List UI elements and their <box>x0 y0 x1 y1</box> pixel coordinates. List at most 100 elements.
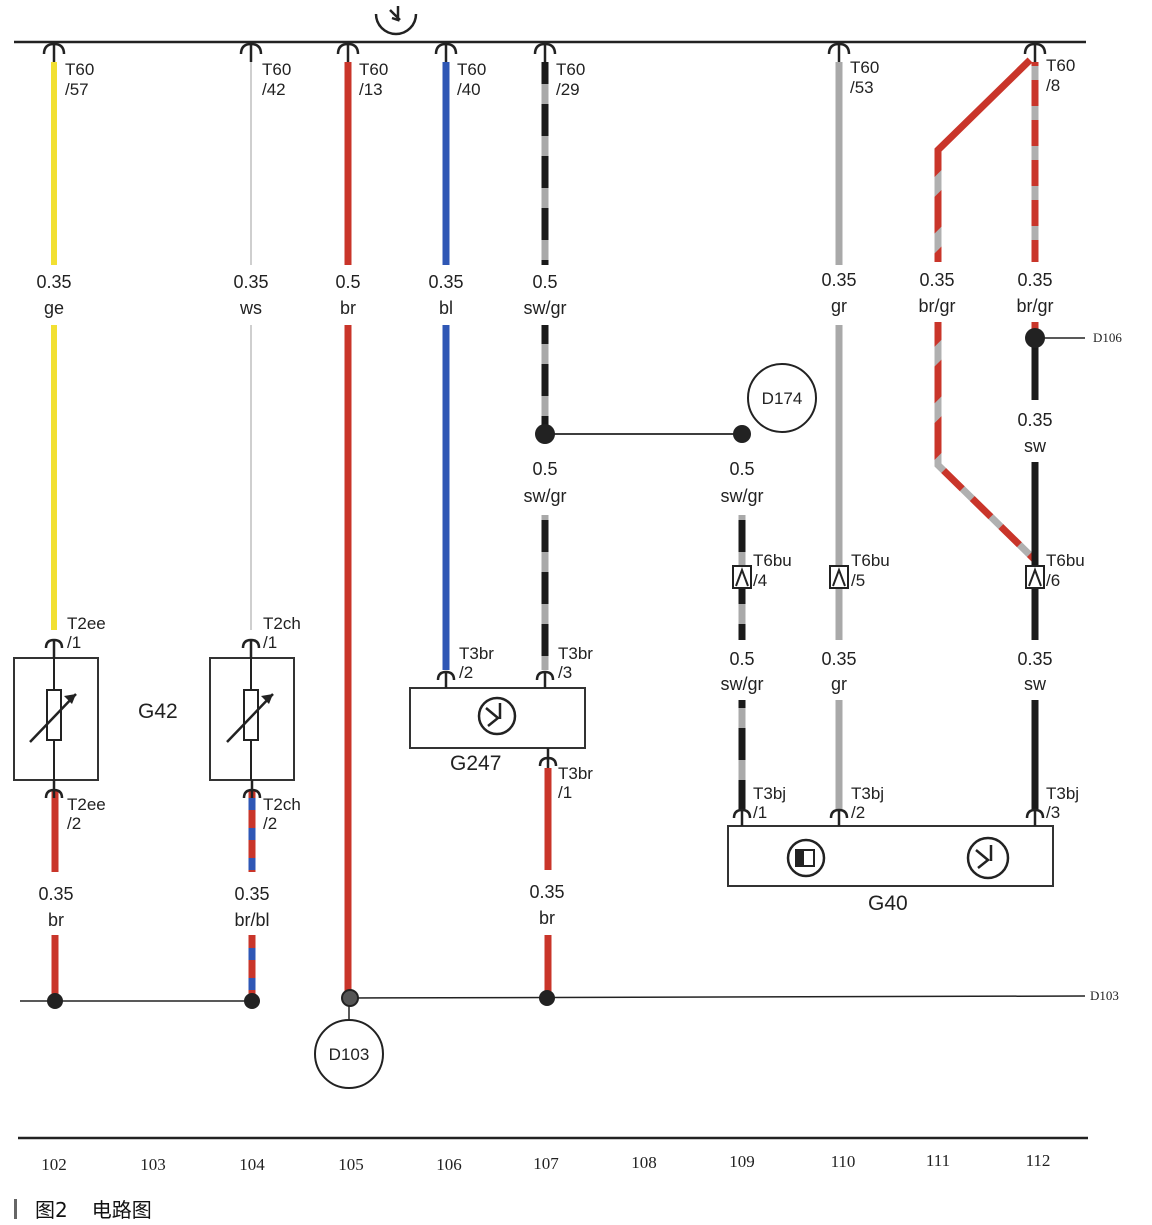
pin-number: /2 <box>851 803 865 822</box>
wire-color: bl <box>439 298 453 318</box>
wire-size: 0.35 <box>38 884 73 904</box>
pin-glyph <box>829 808 849 826</box>
connector-name: T60 <box>65 60 94 79</box>
wire-size: 0.5 <box>729 649 754 669</box>
ref-d106: D106 <box>1093 330 1122 345</box>
ref-circle-d174 <box>747 363 817 433</box>
pin-glyph <box>436 670 456 688</box>
wire-size: 0.35 <box>36 272 71 292</box>
wire-color: ge <box>44 298 64 318</box>
component-g247 <box>409 670 586 768</box>
pin-name: T3br <box>459 644 494 663</box>
column-number: 104 <box>239 1155 265 1174</box>
connector-name: T60 <box>1046 56 1075 75</box>
column-number: 103 <box>140 1155 166 1174</box>
wire-color: sw/gr <box>523 486 566 506</box>
junction-dot <box>47 993 63 1009</box>
t6bu-connectors <box>732 565 1045 589</box>
wire-size: 0.5 <box>532 272 557 292</box>
pin-glyph <box>732 808 752 826</box>
column-number: 109 <box>729 1152 755 1171</box>
junction-dot <box>535 424 555 444</box>
connector-name: T60 <box>359 60 388 79</box>
component-g40 <box>727 808 1054 887</box>
connector-pin: /8 <box>1046 76 1060 95</box>
wire-size: 0.35 <box>1017 410 1052 430</box>
pin-name: T3bj <box>851 784 884 803</box>
pin-number: /3 <box>1046 803 1060 822</box>
pin-glyph <box>336 42 360 62</box>
pin-number: /2 <box>263 814 277 833</box>
connector-name: T60 <box>262 60 291 79</box>
wires <box>51 57 1039 1000</box>
component-label-g247: G247 <box>450 752 501 775</box>
wire-color: gr <box>831 674 847 694</box>
wire-color: ws <box>239 298 262 318</box>
wire-size: 0.35 <box>821 270 856 290</box>
connector-t6bu-icon <box>732 565 752 589</box>
pin-name: T2ee <box>67 795 106 814</box>
ref-d174: D174 <box>762 389 803 408</box>
pin-glyph <box>535 670 555 688</box>
pin-number: /2 <box>459 663 473 682</box>
wire-color: sw <box>1024 436 1047 456</box>
pin-glyph <box>538 748 558 768</box>
pin-name: T3br <box>558 644 593 663</box>
pin-glyph <box>1025 808 1045 826</box>
wire-size: 0.35 <box>428 272 463 292</box>
connector-pin: /29 <box>556 80 580 99</box>
wire-size: 0.5 <box>532 459 557 479</box>
pin-glyph <box>533 42 557 62</box>
wire-size: 0.5 <box>729 459 754 479</box>
wire-color: sw <box>1024 674 1047 694</box>
wire-labels: 0.35 ge 0.35 ws 0.5 br 0.35 bl 0.5 sw/gr… <box>36 270 1053 930</box>
pin-glyph <box>42 42 66 62</box>
pin-name: T2ee <box>67 614 106 633</box>
component-g42-second <box>209 638 295 799</box>
column-number: 110 <box>831 1152 856 1171</box>
junctions <box>47 328 1045 1009</box>
junction-dot <box>539 990 555 1006</box>
pin-glyph <box>434 42 458 62</box>
wire-color: sw/gr <box>720 674 763 694</box>
pin-number: /6 <box>1046 571 1060 590</box>
component-g42 <box>13 638 99 799</box>
pin-labels: T2ee /1 T2ch /1 T3br /2 T3br /3 T2ee /2 … <box>67 551 1085 833</box>
pin-glyph <box>44 780 64 799</box>
connector-pin: /13 <box>359 80 383 99</box>
connector-t6bu-icon <box>829 565 849 589</box>
column-number: 106 <box>436 1155 462 1174</box>
speed-sensor-icon <box>966 836 1010 880</box>
wire-color: br <box>48 910 64 930</box>
pin-name: T3br <box>558 764 593 783</box>
speed-sensor-symbol-icon <box>374 6 418 36</box>
wire-color: br/bl <box>234 910 269 930</box>
column-number: 102 <box>41 1155 67 1174</box>
pin-name: T3bj <box>1046 784 1079 803</box>
pin-glyph <box>827 42 851 62</box>
connector-name: T60 <box>556 60 585 79</box>
column-number: 112 <box>1026 1151 1051 1170</box>
figure-caption: 图2 电路图 <box>14 1194 152 1223</box>
wire-color: br <box>539 908 555 928</box>
pin-number: /1 <box>263 633 277 652</box>
wire-size: 0.5 <box>335 272 360 292</box>
pin-number: /4 <box>753 571 767 590</box>
wire-size: 0.35 <box>1017 270 1052 290</box>
connector-name: T60 <box>457 60 486 79</box>
pin-number: /1 <box>67 633 81 652</box>
pin-glyph <box>44 638 64 658</box>
caption-bar <box>14 1198 17 1219</box>
pin-number: /3 <box>558 663 572 682</box>
wire-size: 0.35 <box>821 649 856 669</box>
connector-t6bu-icon <box>1025 565 1045 589</box>
variable-resistor-icon <box>29 693 77 743</box>
column-number: 105 <box>338 1155 364 1174</box>
connector-pin: /42 <box>262 80 286 99</box>
figure-number: 图2 <box>35 1198 68 1222</box>
pin-glyph <box>242 780 262 799</box>
pin-number: /1 <box>558 783 572 802</box>
pin-number: /2 <box>67 814 81 833</box>
junction-dot <box>733 425 751 443</box>
wire-brgr-diag <box>934 57 1033 262</box>
